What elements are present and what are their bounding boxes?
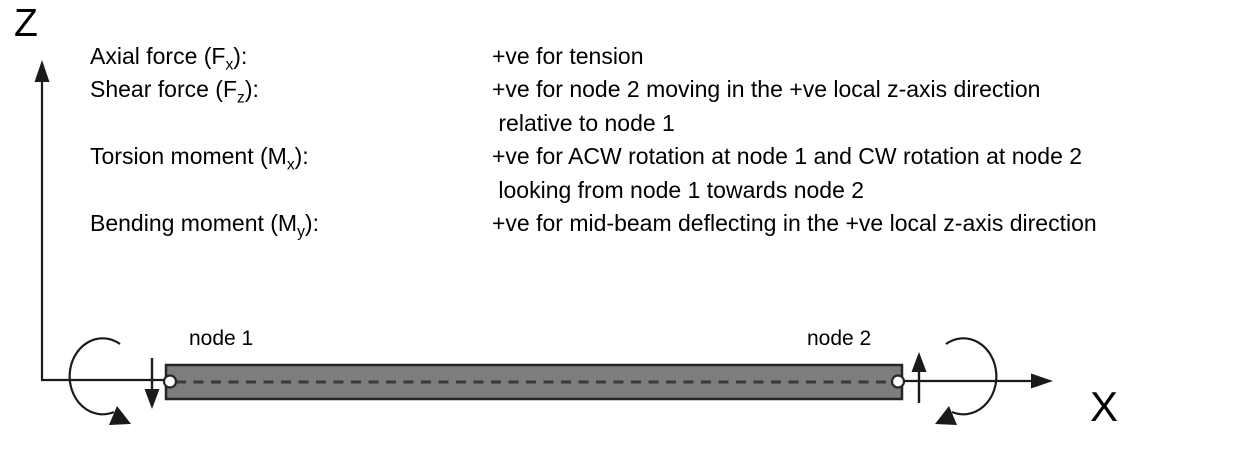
convention-description-bending-moment: +ve for mid-beam deflecting in the +ve l… [492, 210, 1097, 236]
term-subscript: y [297, 223, 305, 241]
shear-arrow-node2-head-icon [911, 352, 927, 372]
term-text: ): [304, 210, 319, 236]
node2-marker [890, 374, 906, 389]
node1-label: node 1 [189, 327, 254, 350]
convention-term-axial-force: Axial force (Fx): [90, 40, 247, 74]
convention-term-torsion-moment: Torsion moment (Mx): [90, 140, 309, 174]
term-subscript: x [225, 56, 234, 74]
convention-description-axial-force: +ve for tension [492, 43, 644, 69]
term-text: ): [294, 143, 309, 169]
torsion-arc-node1-arrowhead-icon [109, 406, 131, 425]
torsion-arc-node1 [68, 337, 121, 416]
term-subscript: x [286, 156, 295, 174]
torsion-arc-node2-arrowhead-icon [935, 406, 957, 425]
convention-term-shear-force: Shear force (Fz): [90, 73, 259, 107]
convention-description-torsion-moment: +ve for ACW rotation at node 1 and CW ro… [492, 143, 1083, 203]
z-axis-arrowhead-icon [34, 60, 50, 82]
term-text: Axial force (F [90, 43, 226, 69]
node1-marker [162, 374, 178, 389]
x-axis-label: X [1090, 383, 1119, 430]
term-text: ): [233, 43, 248, 69]
convention-term-bending-moment: Bending moment (My): [90, 207, 319, 241]
convention-description-shear-force: +ve for node 2 moving in the +ve local z… [492, 76, 1041, 136]
term-text: Shear force (F [90, 76, 237, 102]
node2-label: node 2 [807, 327, 872, 350]
shear-arrow-node1-head-icon [144, 389, 160, 409]
term-text: Torsion moment (M [90, 143, 287, 169]
x-axis-arrowhead-icon [1031, 373, 1053, 389]
torsion-arc-node2 [945, 337, 998, 416]
z-axis-label: Z [14, 2, 38, 45]
term-text: ): [244, 76, 259, 102]
term-subscript: z [237, 89, 245, 107]
term-text: Bending moment (M [90, 210, 298, 236]
